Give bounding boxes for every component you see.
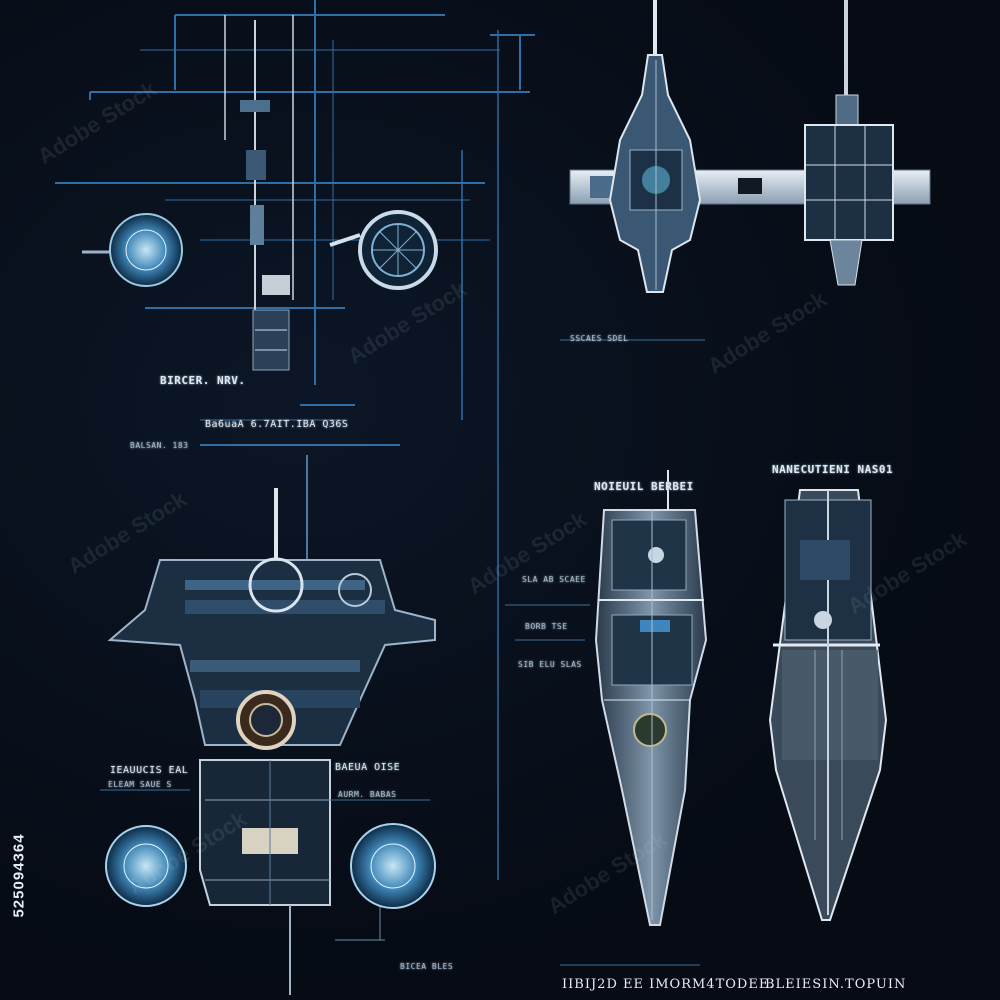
label-bottom-tag: BICEA BLES [400, 962, 454, 971]
mid-note-lines [100, 339, 705, 801]
label-ship-c: NANECUTIENI NAS01 [772, 463, 894, 476]
ship-plan-left [594, 470, 708, 926]
label-ship-b: NOIEUIL BERBEI [594, 480, 694, 493]
footer-title-right: BLEIESIN.TOPUIN [765, 977, 907, 992]
label-top-right-caption: SSCAES SDEL [570, 334, 629, 343]
bottom-left-spaceship [107, 455, 436, 995]
label-top-left-b: Ba6uaA 6.7AIT.IBA Q36S [205, 419, 349, 430]
mid-note-3: SIB ELU SLAS [518, 660, 582, 669]
spine-detail [240, 100, 290, 371]
mid-note-2: BORB TSE [525, 622, 568, 631]
top-right-wheel [329, 210, 438, 290]
label-top-left-a: BIRCER. NRV. [160, 374, 246, 387]
top-left-schematic [55, 0, 535, 880]
bottom-lens-right [350, 823, 436, 909]
label-bottom-center-a: BAEUA OISE [335, 762, 401, 773]
label-bottom-left-a: IEAUUCIS EAL [110, 765, 189, 776]
mid-note-1: SLA AB SCAEE [522, 575, 586, 584]
ship-plan-right [768, 489, 888, 921]
stock-id-text: 525094364 [10, 832, 28, 918]
label-top-left-c: BALSAN. 183 [130, 441, 189, 450]
label-bottom-left-b: ELEAM SAUE S [108, 780, 172, 789]
label-bottom-center-b: AURM. BABAS [338, 790, 397, 799]
bottom-lens-left [105, 825, 187, 907]
footer-title-left: IIBIJ2D EE IMORM4TODEE. [562, 977, 775, 992]
top-left-lens [82, 213, 183, 287]
stock-id-vertical: 525094364 [4, 760, 34, 990]
top-spaceship [569, 0, 931, 293]
